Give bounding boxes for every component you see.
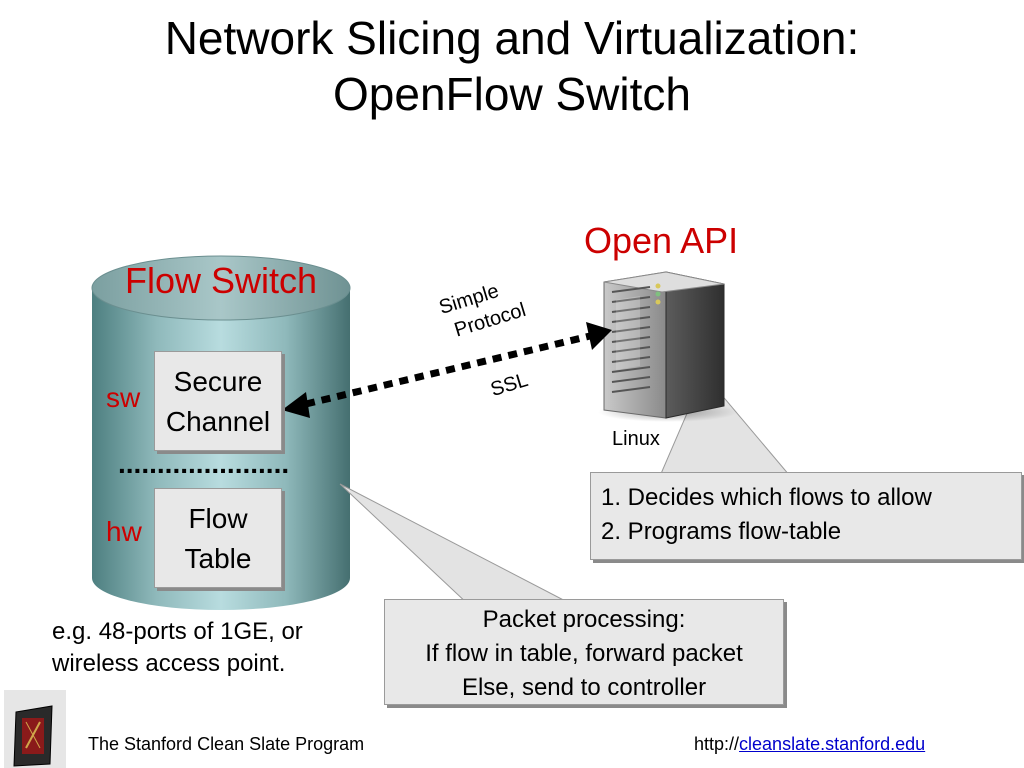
example-note-line-1: e.g. 48-ports of 1GE, or [52, 618, 303, 645]
packet-processing-line-2: If flow in table, forward packet [425, 640, 743, 667]
flow-table-box: Flow Table [154, 488, 282, 588]
ssl-link-arrow [282, 322, 612, 418]
footer-program-name: The Stanford Clean Slate Program [88, 734, 365, 754]
secure-channel-line-2: Channel [165, 406, 271, 437]
packet-processing-line-3: Else, send to controller [461, 674, 707, 701]
title-line-1: Network Slicing and Virtualization: [164, 12, 860, 64]
footer-url-prefix: http:// [694, 734, 740, 754]
secure-channel-box: Secure Channel [154, 351, 282, 451]
callout-tail-switch [339, 483, 576, 607]
example-note: e.g. 48-ports of 1GE, or wireless access… [52, 616, 303, 680]
flow-switch-label: Flow Switch [124, 260, 318, 301]
hw-label: hw [106, 516, 142, 547]
flow-table-line-1: Flow [188, 503, 248, 534]
packet-processing-callout: Packet processing: If flow in table, for… [384, 599, 784, 705]
example-note-line-2: wireless access point. [52, 650, 286, 677]
sw-hw-divider: ...................... [118, 448, 290, 479]
stanford-logo-icon [4, 690, 66, 768]
page-title: Network Slicing and Virtualization: Open… [0, 10, 1024, 122]
sw-label: sw [106, 382, 141, 413]
title-line-2: OpenFlow Switch [333, 68, 691, 120]
packet-processing-line-1: Packet processing: [482, 606, 686, 633]
flow-table-line-2: Table [184, 543, 252, 574]
footer-url: http://cleanslate.stanford.edu [694, 734, 925, 755]
controller-callout: 1. Decides which flows to allow 2. Progr… [590, 472, 1022, 560]
server-icon [598, 271, 738, 422]
controller-callout-item-2: 2. Programs flow-table [601, 518, 842, 545]
linux-label: Linux [612, 428, 660, 450]
footer-url-link[interactable]: cleanslate.stanford.edu [739, 734, 926, 754]
secure-channel-line-1: Secure [173, 366, 263, 397]
controller-callout-item-1: 1. Decides which flows to allow [601, 484, 932, 511]
open-api-label: Open API [584, 220, 739, 261]
